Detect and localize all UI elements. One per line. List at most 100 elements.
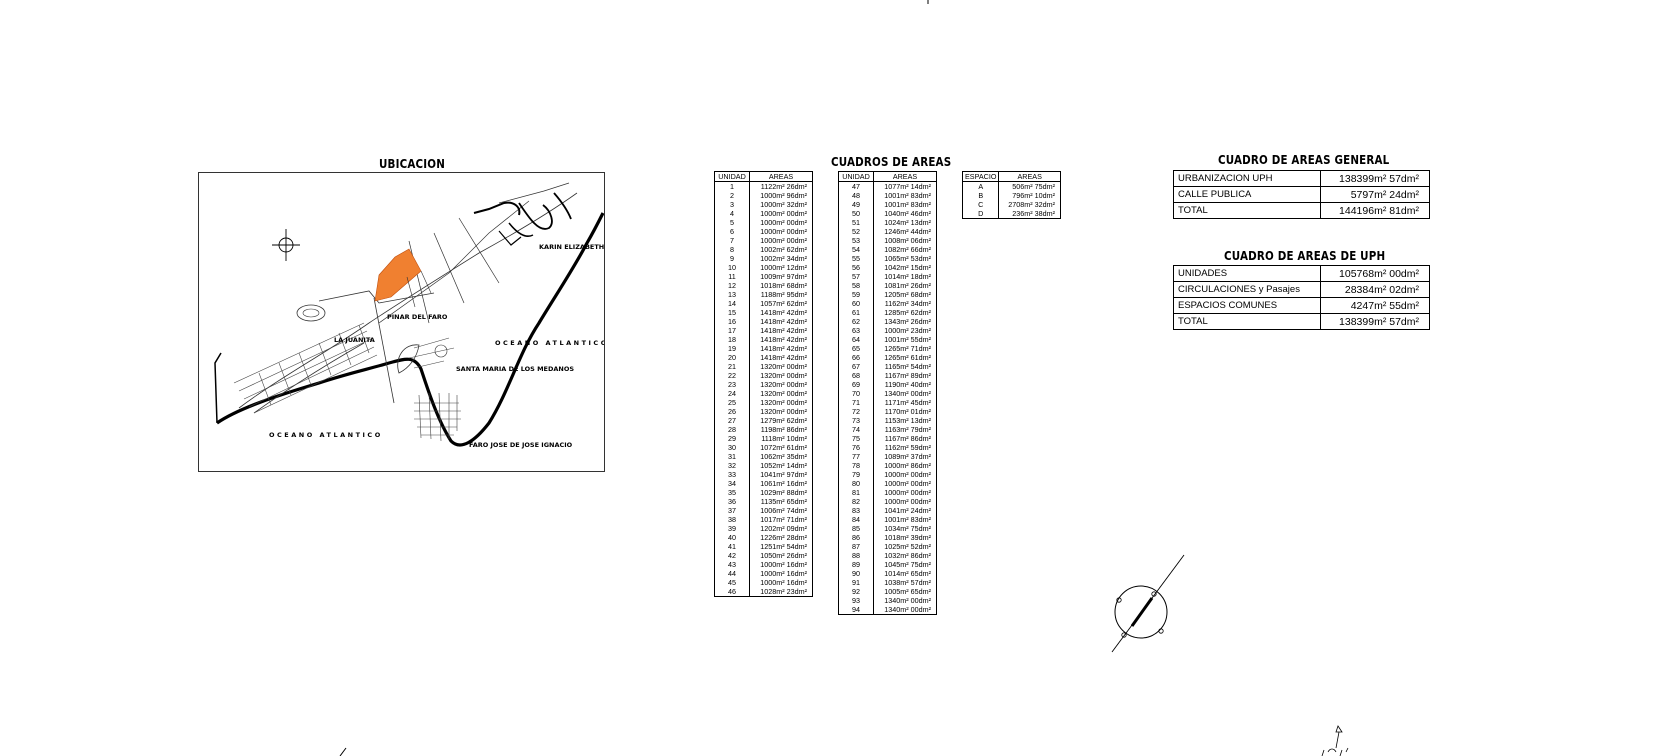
unit-area: 1081m² 26dm² <box>873 281 937 290</box>
unit-area: 1000m² 00dm² <box>749 236 813 245</box>
unit-id: 35 <box>714 488 750 497</box>
unit-id: 15 <box>714 308 750 317</box>
unit-area: 1167m² 89dm² <box>873 371 937 380</box>
unit-id: 54 <box>838 245 874 254</box>
unit-id: 74 <box>838 425 874 434</box>
cuadros-title: CUADROS DE AREAS <box>831 155 952 169</box>
unit-id: 90 <box>838 569 874 578</box>
unit-area: 1418m² 42dm² <box>749 353 813 362</box>
highlighted-parcel <box>374 248 422 302</box>
north-arrow-icon <box>1111 554 1185 653</box>
unit-area: 236m² 38dm² <box>998 209 1061 219</box>
unit-id: 78 <box>838 461 874 470</box>
unit-id: 25 <box>714 398 750 407</box>
unit-id: 67 <box>838 362 874 371</box>
unit-id: 4 <box>714 209 750 218</box>
unit-area: 1042m² 15dm² <box>873 263 937 272</box>
unit-id: 79 <box>838 470 874 479</box>
unit-area: 1226m² 28dm² <box>749 533 813 542</box>
unit-id: 47 <box>838 181 874 191</box>
unit-id: 73 <box>838 416 874 425</box>
unit-area: 1418m² 42dm² <box>749 344 813 353</box>
edge-mark-bottom-right <box>1321 725 1349 756</box>
unidad-header: UNIDAD <box>714 171 750 182</box>
unit-id: 86 <box>838 533 874 542</box>
unit-id: 94 <box>838 605 874 615</box>
unit-area: 1005m² 65dm² <box>873 587 937 596</box>
row-area: 105768m² 00dm² <box>1320 265 1430 282</box>
unit-id: 2 <box>714 191 750 200</box>
unit-id: 22 <box>714 371 750 380</box>
unit-id: 60 <box>838 299 874 308</box>
unit-id: 51 <box>838 218 874 227</box>
location-map-drawing <box>214 182 604 447</box>
label-faro-jose-ignacio: FARO JOSE DE JOSE IGNACIO <box>469 441 573 449</box>
unit-area: 1418m² 42dm² <box>749 317 813 326</box>
unit-area: 1009m² 97dm² <box>749 272 813 281</box>
unit-area: 1000m² 23dm² <box>873 326 937 335</box>
unit-area: 1418m² 42dm² <box>749 335 813 344</box>
unit-id: 12 <box>714 281 750 290</box>
general-title: CUADRO DE AREAS GENERAL <box>1218 153 1390 167</box>
unit-area: 1000m² 16dm² <box>749 560 813 569</box>
unit-id: 63 <box>838 326 874 335</box>
unit-id: 29 <box>714 434 750 443</box>
unit-id: 89 <box>838 560 874 569</box>
unit-area: 1265m² 71dm² <box>873 344 937 353</box>
uph-title: CUADRO DE AREAS DE UPH <box>1224 249 1386 263</box>
unit-id: C <box>961 200 1000 209</box>
unit-area: 1040m² 46dm² <box>873 209 937 218</box>
row-label: ESPACIOS COMUNES <box>1173 297 1321 314</box>
unit-area: 1000m² 00dm² <box>873 488 937 497</box>
unit-area: 1001m² 83dm² <box>873 191 937 200</box>
unit-id: 48 <box>838 191 874 200</box>
location-map: KARIN ELIZABETH PINAR DEL FARO OCEANO AT… <box>198 172 605 472</box>
unit-area: 1018m² 68dm² <box>749 281 813 290</box>
unit-area: 1285m² 62dm² <box>873 308 937 317</box>
unit-area: 1014m² 65dm² <box>873 569 937 578</box>
unit-area: 1041m² 97dm² <box>749 470 813 479</box>
unit-id: 50 <box>838 209 874 218</box>
unit-id: 21 <box>714 362 750 371</box>
row-area: 138399m² 57dm² <box>1320 313 1430 330</box>
unit-area: 1000m² 00dm² <box>873 479 937 488</box>
unit-area: 1340m² 00dm² <box>873 389 937 398</box>
unit-area: 1118m² 10dm² <box>749 434 813 443</box>
unit-id: 87 <box>838 542 874 551</box>
row-label: CALLE PUBLICA <box>1173 186 1321 203</box>
unit-id: 7 <box>714 236 750 245</box>
unit-id: 69 <box>838 380 874 389</box>
unit-area: 1162m² 59dm² <box>873 443 937 452</box>
unit-id: 13 <box>714 290 750 299</box>
unit-id: 28 <box>714 425 750 434</box>
unit-id: 84 <box>838 515 874 524</box>
